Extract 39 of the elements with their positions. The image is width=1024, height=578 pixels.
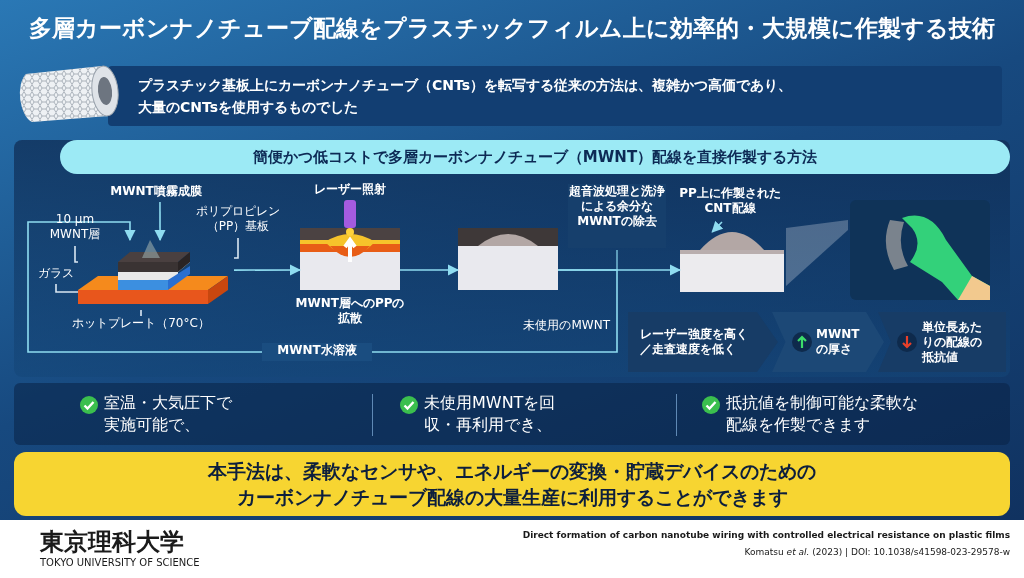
step-label: MWNT噴霧成膜: [96, 184, 216, 202]
university-name-english: TOKYO UNIVERSITY OF SCIENCE: [40, 556, 201, 570]
flow-arrow: [27, 221, 618, 353]
intro-box: プラスチック基板上にカーボンナノチューブ（CNTs）を転写する従来の方法は、複雑かつ高価であり、大量のCNTsを使用するものでした: [108, 66, 1002, 126]
sample-drawing: [458, 228, 558, 290]
flow-arrow: [233, 264, 302, 276]
flow-note: 未使用のMWNT: [522, 318, 610, 334]
citation-details: Komatsu et al. (2023) | DOI: 10.1038/s41598-023-29578-w: [743, 546, 1010, 559]
step-label: レーザー照射: [313, 182, 387, 198]
flow-arrow: [711, 220, 724, 233]
leader-line: [233, 237, 239, 259]
chevron-step: レーザー強度を高く／走査速度を低く: [628, 312, 778, 372]
edge-label: 超音波処理と洗浄による余分なMWNTの除去: [568, 184, 666, 248]
conclusion-box: 本手法は、柔軟なセンサや、エネルギーの変換・貯蔵デバイスのためのカーボンナノチューブ配線の大量生産に利用することができます: [14, 452, 1010, 516]
process-panel: [14, 140, 1010, 377]
part-label: ホットプレート（70°C）: [66, 316, 216, 334]
hand-holding-film-drawing: [850, 200, 990, 300]
leader-line: [140, 309, 142, 317]
chevron-step: 単位長あたりの配線の抵抗値: [878, 312, 1006, 372]
section-heading: 簡便かつ低コストで多層カーボンナノチューブ（MWNT）配線を直接作製する方法: [60, 140, 1010, 174]
citation-title: Direct formation of carbon nanotube wiring with controlled electrical resistance on plastic films: [521, 529, 1010, 542]
laser-panel-drawing: [300, 200, 400, 290]
part-label: 10 µm MWNT層: [46, 212, 104, 246]
university-name: 東京理科大学: [40, 528, 185, 556]
step-label: MWNT層へのPPの拡散: [294, 296, 406, 327]
edge-label: MWNT水溶液: [262, 343, 372, 361]
benefit-text: 未使用MWNTを回収・再利用でき、: [424, 392, 574, 438]
leader-line: [74, 245, 79, 263]
benefit-text: 室温・大気圧下で実施可能で、: [104, 392, 239, 438]
part-label: ガラス: [34, 266, 78, 284]
flow-arrow: [399, 264, 460, 276]
step-label: PP上に作製されたCNT配線: [670, 186, 790, 222]
cnt-wiring-drawing: [680, 232, 784, 292]
chevron-step: MWNTの厚さ: [772, 312, 884, 372]
part-label: ポリプロピレン（PP）基板: [190, 204, 286, 238]
benefit-text: 抵抗値を制御可能な柔軟な配線を作製できます: [726, 392, 926, 438]
flow-arrow: [154, 201, 166, 242]
page-title: 多層カーボンナノチューブ配線をプラスチックフィルム上に効率的・大規模に作製する技術: [28, 14, 996, 43]
leader-line: [55, 283, 79, 293]
